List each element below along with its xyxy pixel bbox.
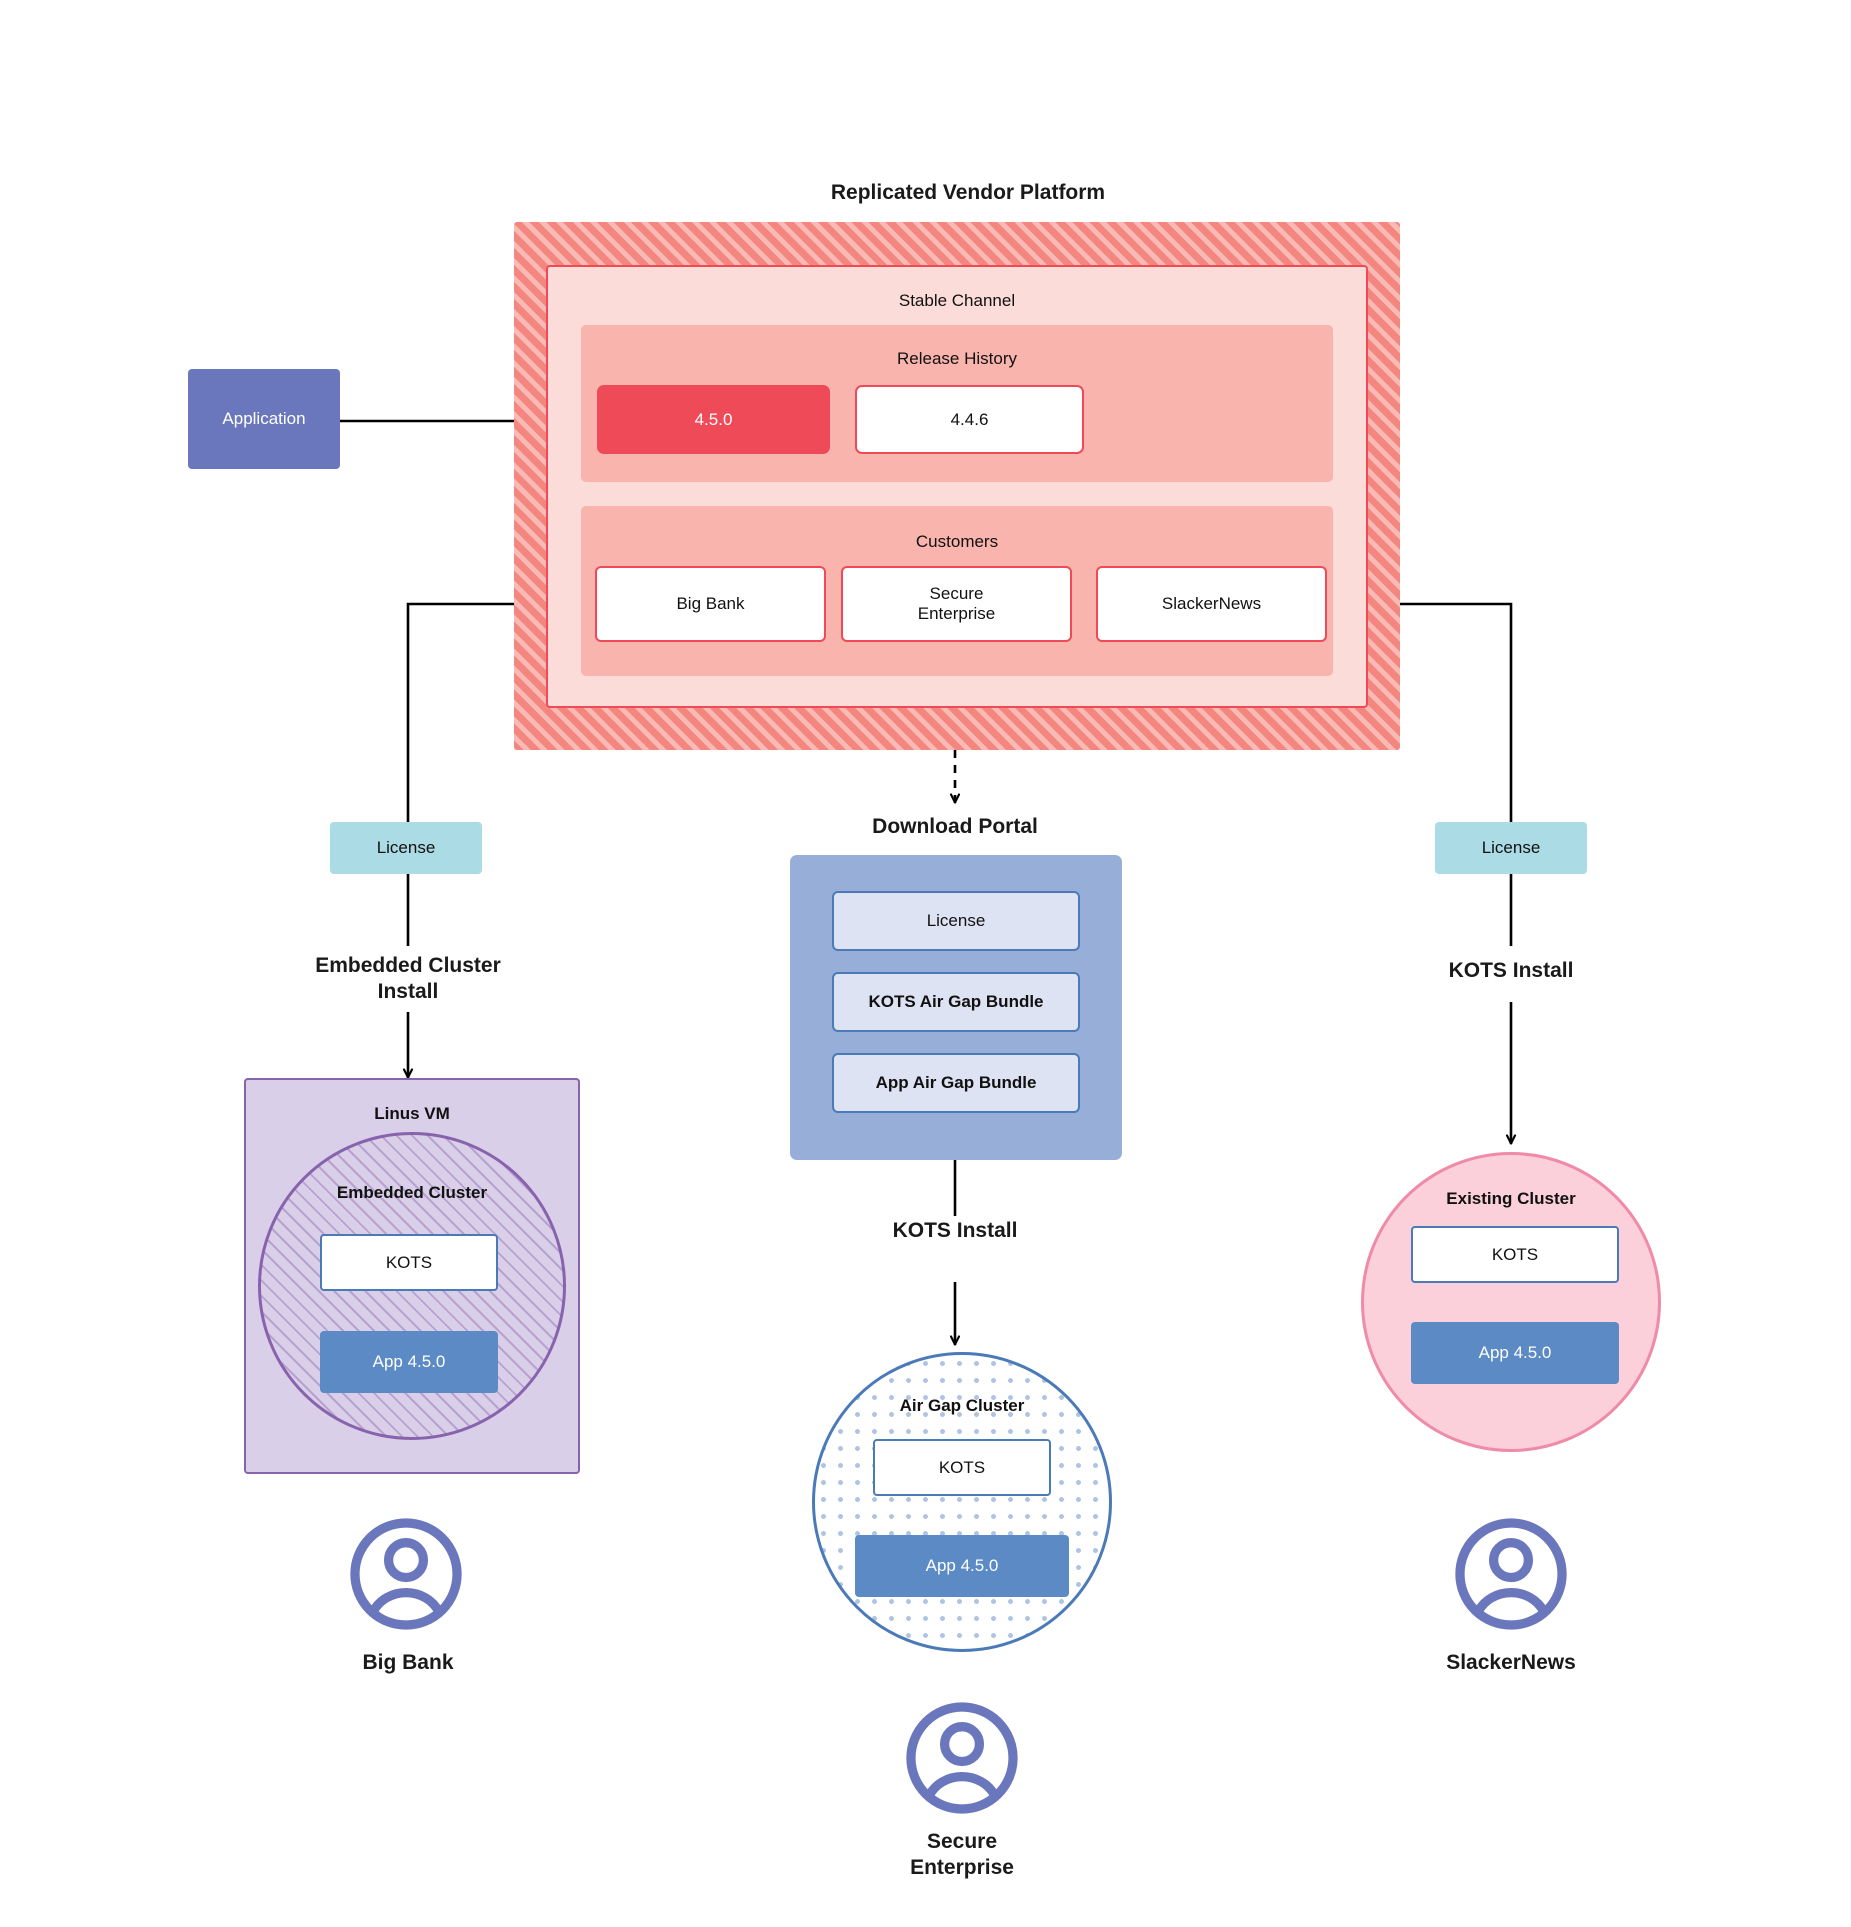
kots-install-label-right: KOTS Install: [1448, 958, 1574, 982]
air-gap-cluster-label: Air Gap Cluster: [899, 1396, 1025, 1416]
embedded-cluster-install-label: Embedded Cluster Install: [315, 953, 501, 1003]
release-history-label: Release History: [897, 349, 1017, 369]
avatar-secure-enterprise: [904, 1700, 1020, 1816]
release-box-previous[interactable]: 4.4.6: [855, 385, 1084, 454]
air-gap-cluster-circle: [812, 1352, 1112, 1652]
portal-item-app-air-gap-bundle[interactable]: App Air Gap Bundle: [832, 1053, 1080, 1113]
stable-channel-label: Stable Channel: [898, 291, 1016, 311]
customers-label: Customers: [915, 532, 999, 552]
customer-box-slackernews[interactable]: SlackerNews: [1096, 566, 1327, 642]
application-box[interactable]: Application: [188, 369, 340, 469]
license-chip-left[interactable]: License: [330, 822, 482, 874]
portal-item-kots-air-gap-bundle[interactable]: KOTS Air Gap Bundle: [832, 972, 1080, 1032]
customer-name-secure-enterprise: Secure Enterprise: [910, 1829, 1014, 1879]
embedded-cluster-label: Embedded Cluster: [336, 1183, 488, 1203]
kots-box-left[interactable]: KOTS: [320, 1234, 498, 1291]
license-chip-right[interactable]: License: [1435, 822, 1587, 874]
release-box-current[interactable]: 4.5.0: [597, 385, 830, 454]
user-avatar-icon: [906, 1702, 1018, 1814]
page-title: Replicated Vendor Platform: [830, 180, 1106, 204]
customer-box-big-bank[interactable]: Big Bank: [595, 566, 826, 642]
kots-box-right[interactable]: KOTS: [1411, 1226, 1619, 1283]
existing-cluster-circle: [1361, 1152, 1661, 1452]
customer-name-big-bank: Big Bank: [362, 1650, 454, 1674]
avatar-slackernews: [1453, 1516, 1569, 1632]
user-avatar-icon: [350, 1518, 462, 1630]
app-box-middle[interactable]: App 4.5.0: [855, 1535, 1069, 1597]
app-box-right[interactable]: App 4.5.0: [1411, 1322, 1619, 1384]
customer-name-slackernews: SlackerNews: [1446, 1650, 1576, 1674]
kots-box-middle[interactable]: KOTS: [873, 1439, 1051, 1496]
customer-box-secure-enterprise[interactable]: Secure Enterprise: [841, 566, 1072, 642]
download-portal-title: Download Portal: [872, 814, 1038, 838]
portal-item-license[interactable]: License: [832, 891, 1080, 951]
kots-install-label-middle: KOTS Install: [892, 1218, 1018, 1242]
app-box-left[interactable]: App 4.5.0: [320, 1331, 498, 1393]
user-avatar-icon: [1455, 1518, 1567, 1630]
existing-cluster-label: Existing Cluster: [1446, 1189, 1576, 1209]
avatar-big-bank: [348, 1516, 464, 1632]
linux-vm-label: Linus VM: [374, 1104, 450, 1124]
